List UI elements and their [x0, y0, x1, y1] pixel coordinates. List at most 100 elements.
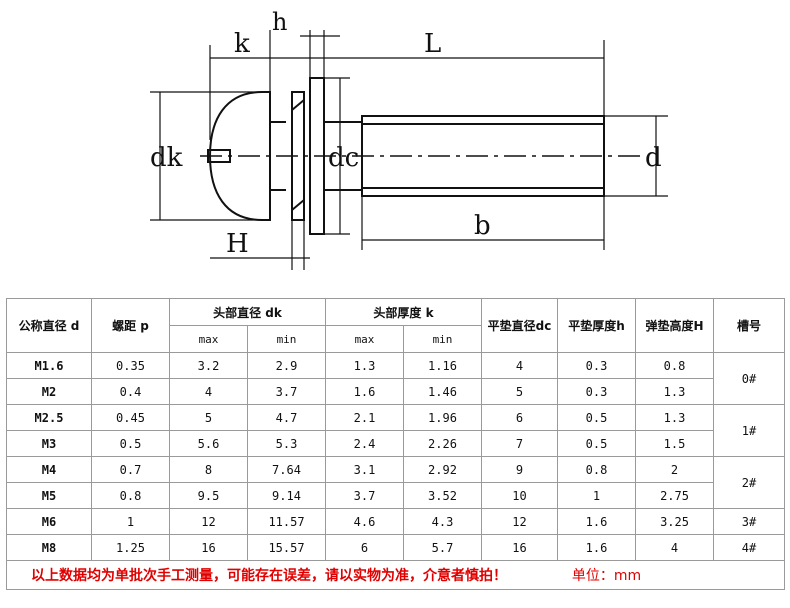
cell-size: M3: [6, 430, 92, 457]
cell-k-max: 2.4: [325, 430, 404, 457]
cell-dk-min: 15.57: [247, 534, 326, 561]
screw-neck: [270, 121, 286, 191]
cell-k-min: 2.92: [402, 456, 483, 483]
cell-dc: 7: [481, 430, 559, 457]
cell-dk-max: 9.5: [169, 482, 248, 509]
header-washer-thk: 平垫厚度h: [557, 298, 637, 353]
label-k: k: [234, 29, 250, 59]
cell-pitch: 0.4: [91, 378, 170, 405]
header-slot: 槽号: [713, 298, 786, 353]
cell-H: 2: [635, 456, 715, 483]
cell-dc: 10: [481, 482, 559, 509]
label-L: L: [424, 29, 441, 59]
cell-k-max: 1.3: [325, 352, 404, 379]
cell-k-min: 1.16: [402, 352, 483, 379]
label-dc: dc: [328, 143, 359, 173]
header-k-min: min: [402, 325, 483, 353]
header-pitch: 螺距 p: [91, 298, 170, 353]
cell-h: 1.6: [557, 508, 637, 535]
footer-note: 以上数据均为单批次手工测量，可能存在误差，请以实物为准，介意者慎拍！: [31, 568, 507, 584]
header-dk-max: max: [169, 325, 248, 353]
cell-h: 1.6: [557, 534, 637, 561]
screw-dimension-drawing: k h L dk dc d H b: [150, 8, 668, 270]
cell-dk-min: 4.7: [247, 404, 326, 431]
cell-pitch: 1: [91, 508, 170, 535]
cell-k-max: 6: [325, 534, 404, 561]
cell-k-min: 4.3: [402, 508, 483, 535]
cell-H: 0.8: [635, 352, 715, 379]
thread-lines: [362, 123, 604, 189]
spec-table: 公称直径 d 螺距 p 头部直径 dk 头部厚度 k 平垫直径dc 平垫厚度h …: [5, 298, 786, 590]
cell-pitch: 1.25: [91, 534, 170, 561]
cell-dk-min: 5.3: [247, 430, 326, 457]
cell-size: M4: [6, 456, 92, 483]
cell-H: 1.3: [635, 378, 715, 405]
cell-slot: 3#: [713, 508, 786, 535]
cell-H: 4: [635, 534, 715, 561]
cell-size: M2: [6, 378, 92, 405]
cell-dk-max: 8: [169, 456, 248, 483]
cell-pitch: 0.7: [91, 456, 170, 483]
cell-pitch: 0.35: [91, 352, 170, 379]
cell-dc: 5: [481, 378, 559, 405]
header-washer-dia: 平垫直径dc: [481, 298, 559, 353]
header-head-dia: 头部直径 dk: [169, 298, 326, 326]
table-row: M1.6 0.35 3.2 2.9 1.3 1.16 4 0.3 0.8 0#: [6, 352, 786, 405]
cell-k-max: 4.6: [325, 508, 404, 535]
cell-k-min: 5.7: [402, 534, 483, 561]
cell-k-max: 3.1: [325, 456, 404, 483]
table-row: M4 0.7 8 7.64 3.1 2.92 9 0.8 2 2#: [6, 456, 786, 509]
cell-dc: 9: [481, 456, 559, 483]
cell-size: M8: [6, 534, 92, 561]
cell-H: 3.25: [635, 508, 715, 535]
cell-size: M5: [6, 482, 92, 509]
label-dk: dk: [150, 143, 183, 173]
cell-slot: 0#: [713, 352, 786, 405]
cell-dk-min: 3.7: [247, 378, 326, 405]
table-row: M6 1 12 11.57 4.6 4.3 12 1.6 3.25 3#: [6, 508, 786, 535]
cell-dc: 6: [481, 404, 559, 431]
cell-k-max: 2.1: [325, 404, 404, 431]
header-spring-height: 弹垫高度H: [635, 298, 715, 353]
cell-h: 0.5: [557, 430, 637, 457]
cell-H: 1.5: [635, 430, 715, 457]
screw-shank: [324, 121, 362, 191]
cell-h: 0.3: [557, 352, 637, 379]
cell-size: M2.5: [6, 404, 92, 431]
cell-dk-max: 16: [169, 534, 248, 561]
cell-dk-min: 2.9: [247, 352, 326, 379]
cell-dk-max: 5.6: [169, 430, 248, 457]
cell-dk-max: 4: [169, 378, 248, 405]
cell-k-min: 2.26: [402, 430, 483, 457]
footer-row: 以上数据均为单批次手工测量，可能存在误差，请以实物为准，介意者慎拍！ 单位：mm: [5, 560, 786, 590]
table-row: M3 0.5 5.6 5.3 2.4 2.26 7 0.5 1.5: [6, 430, 785, 457]
cell-dc: 16: [481, 534, 559, 561]
cell-k-max: 1.6: [325, 378, 404, 405]
cell-size: M6: [6, 508, 92, 535]
cell-slot: 4#: [713, 534, 786, 561]
cell-pitch: 0.8: [91, 482, 170, 509]
table-row: M5 0.8 9.5 9.14 3.7 3.52 10 1 2.75: [6, 482, 785, 509]
cell-h: 0.8: [557, 456, 637, 483]
header-dk-min: min: [247, 325, 326, 353]
cell-k-min: 1.96: [402, 404, 483, 431]
label-d: d: [645, 143, 662, 173]
table-row: M2 0.4 4 3.7 1.6 1.46 5 0.3 1.3: [6, 378, 785, 405]
cell-k-min: 1.46: [402, 378, 483, 405]
cell-k-max: 3.7: [325, 482, 404, 509]
header-head-thk: 头部厚度 k: [324, 298, 483, 326]
cell-dk-max: 5: [169, 404, 248, 431]
table-row: M2.5 0.45 5 4.7 2.1 1.96 6 0.5 1.3 1#: [6, 404, 786, 457]
cell-H: 2.75: [635, 482, 715, 509]
table-row: M8 1.25 16 15.57 6 5.7 16 1.6 4 4#: [6, 534, 786, 561]
header-k-max: max: [325, 325, 404, 353]
header-nominal-d: 公称直径 d: [6, 298, 92, 353]
cell-pitch: 0.45: [91, 404, 170, 431]
label-H: H: [226, 229, 249, 259]
cell-h: 1: [557, 482, 637, 509]
cell-pitch: 0.5: [91, 430, 170, 457]
cell-k-min: 3.52: [402, 482, 483, 509]
cell-slot: 2#: [713, 456, 786, 509]
cell-slot: 1#: [713, 404, 786, 457]
cell-dk-max: 3.2: [169, 352, 248, 379]
